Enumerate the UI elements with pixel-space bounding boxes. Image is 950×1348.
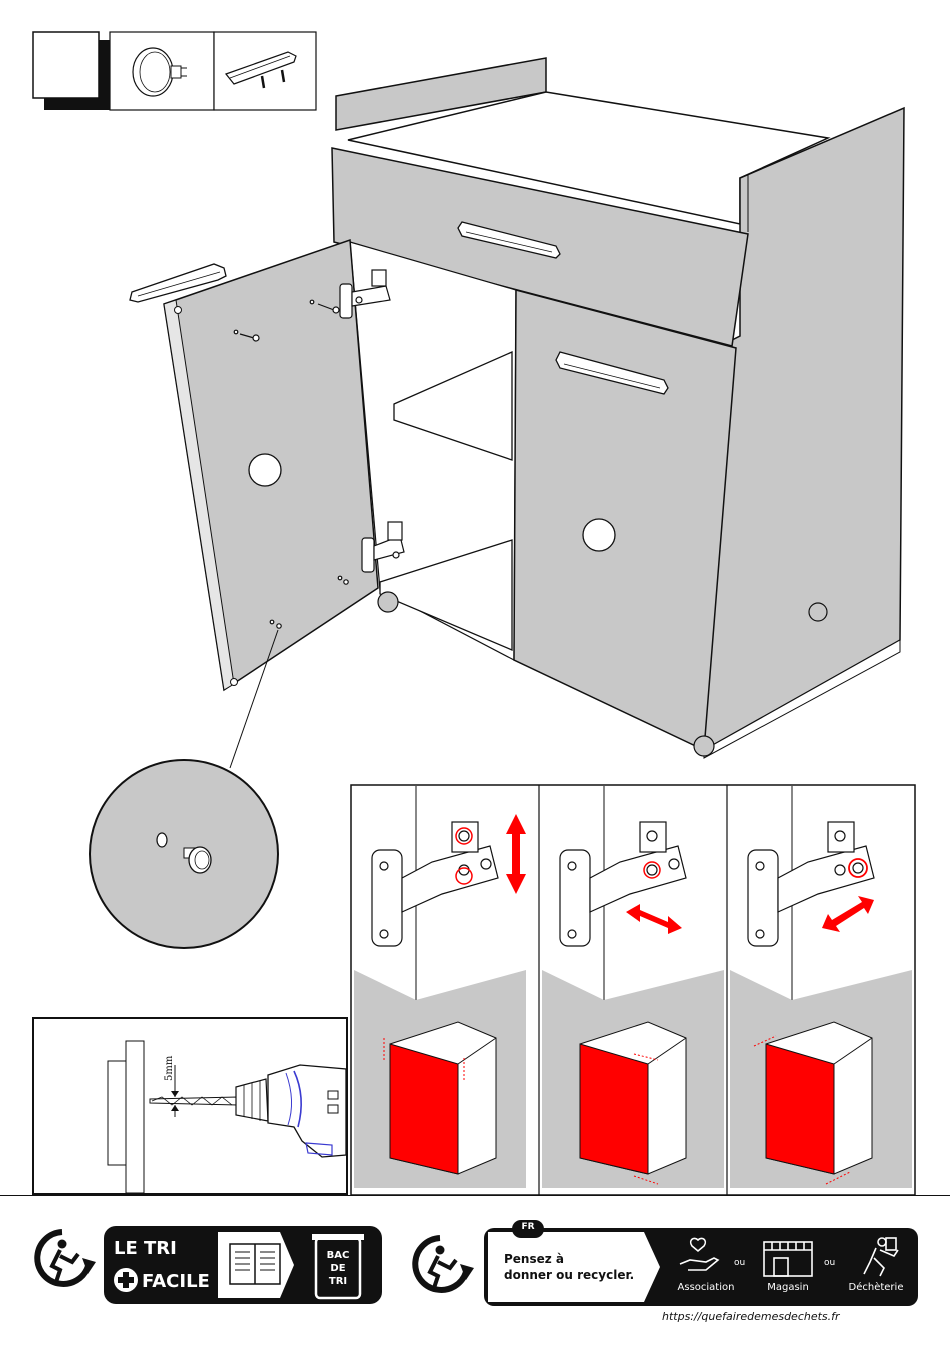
drill-dimension-label: 5mm: [164, 1055, 175, 1081]
message-line2: donner ou recycler.: [504, 1268, 634, 1282]
country-badge: FR: [512, 1222, 544, 1232]
or-word-1: ou: [734, 1258, 745, 1268]
knob-detail-view: [86, 756, 282, 952]
option-association: Association: [660, 1282, 752, 1293]
option-dechetterie: Déchèterie: [836, 1282, 916, 1293]
triman-logo-left: [30, 1226, 102, 1290]
drill-detail-panel: 5mm: [32, 1017, 348, 1195]
recycling-url: https://quefairedemesdechets.fr: [662, 1310, 840, 1323]
bin-label-3: TRI: [329, 1276, 347, 1287]
tri-facile-sticker: LE TRI FACILE BAC DE TRI: [104, 1224, 384, 1306]
bin-label-2: DE: [330, 1263, 345, 1274]
triman-logo-right: [408, 1232, 480, 1296]
bin-label-1: BAC: [327, 1250, 350, 1261]
hinge-adjustment-panel: [350, 784, 916, 1196]
message-line1: Pensez à: [504, 1252, 564, 1266]
recycling-info-sticker: FR Pensez à donner ou recycler. Associat…: [484, 1220, 920, 1308]
option-magasin: Magasin: [750, 1282, 826, 1293]
tri-facile-line2: FACILE: [142, 1271, 210, 1292]
footer-separator: [0, 1195, 950, 1196]
cabinet-assembly-illustration: [0, 0, 950, 780]
tri-facile-line1: LE TRI: [114, 1238, 177, 1259]
or-word-2: ou: [824, 1258, 835, 1268]
